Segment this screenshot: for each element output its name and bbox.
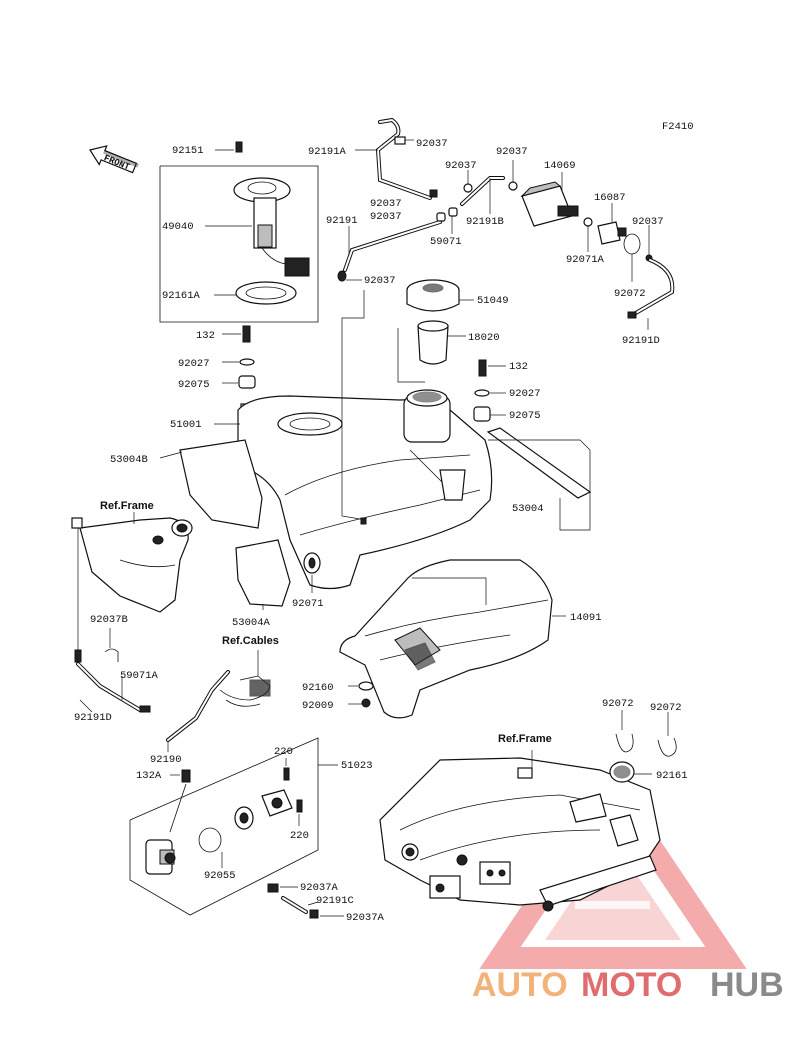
label-92072-a: 92072 [614, 288, 646, 300]
label-92037-a: 92037 [416, 138, 448, 150]
label-92072-b: 92072 [602, 698, 634, 710]
label-92071A: 92071A [566, 254, 605, 266]
pad-53004A [235, 539, 291, 610]
label-92191D-b: 92191D [74, 712, 112, 724]
fuel-cock-51023 [129, 737, 338, 916]
label-53004A: 53004A [232, 617, 271, 629]
label-92191D-a: 92191D [622, 335, 660, 347]
tank-mount-left [222, 325, 256, 415]
watermark-moto: MOTO [581, 966, 682, 1004]
watermark-auto: AUTO [472, 966, 568, 1004]
label-92190: 92190 [150, 754, 182, 766]
label-220-b: 220 [290, 830, 309, 842]
filter-18020 [397, 320, 466, 383]
label-92037A-a: 92037A [300, 882, 339, 894]
label-14091: 14091 [570, 612, 602, 624]
vent-hose-system [337, 117, 675, 525]
label-92055: 92055 [204, 870, 236, 882]
bolt-92151 [235, 141, 243, 153]
grommet-92071 [303, 552, 321, 593]
label-92037A-b: 92037A [346, 912, 385, 924]
tray-14091 [339, 559, 566, 719]
fuel-tank-51001 [214, 389, 493, 590]
fuel-cap-51049 [406, 279, 474, 312]
label-92037-e: 92037 [370, 211, 402, 223]
valve-16087 [597, 221, 621, 245]
fuel-pump-group [159, 141, 319, 323]
label-92037-f: 92037 [364, 275, 396, 287]
pump-connector [284, 257, 310, 277]
ref-frame-left: Ref.Frame [100, 500, 154, 512]
reference-labels: Ref.Frame Ref.Frame Ref.Cables [100, 500, 552, 745]
label-92037-c: 92037 [496, 146, 528, 158]
label-18020: 18020 [468, 332, 500, 344]
label-51049: 51049 [477, 295, 509, 307]
frame-left [71, 512, 193, 613]
label-132: 132 [196, 330, 215, 342]
label-132-b: 132 [509, 361, 528, 373]
label-92191B: 92191B [466, 216, 504, 228]
part-labels: 92151 49040 92161A 132 92027 92075 51001… [74, 138, 688, 924]
label-92027: 92027 [178, 358, 210, 370]
label-53004: 53004 [512, 503, 544, 515]
frame-right [379, 750, 661, 912]
label-92075: 92075 [178, 379, 210, 391]
tank-mount-right [473, 359, 506, 422]
label-16087: 16087 [594, 192, 626, 204]
label-92075-b: 92075 [509, 410, 541, 422]
ref-cables: Ref.Cables [222, 635, 279, 647]
pad-53004B [159, 439, 263, 529]
label-92027-b: 92027 [509, 388, 541, 400]
label-14069: 14069 [544, 160, 576, 172]
label-51001: 51001 [170, 419, 202, 431]
gasket-92161A [235, 281, 297, 305]
drawing-code: F2410 [662, 121, 694, 133]
left-hose-system [74, 528, 271, 752]
label-92191C: 92191C [316, 895, 354, 907]
label-53004B: 53004B [110, 454, 148, 466]
label-49040: 49040 [162, 221, 194, 233]
label-92037-b: 92037 [445, 160, 477, 172]
label-59071A: 59071A [120, 670, 159, 682]
label-92191: 92191 [326, 215, 358, 227]
label-92161A: 92161A [162, 290, 201, 302]
label-51023: 51023 [341, 760, 373, 772]
label-92037B: 92037B [90, 614, 128, 626]
label-92191A: 92191A [308, 146, 347, 158]
label-59071: 59071 [430, 236, 462, 248]
label-92071: 92071 [292, 598, 324, 610]
label-92037-d: 92037 [370, 198, 402, 210]
label-92161: 92161 [656, 770, 688, 782]
ref-frame-right: Ref.Frame [498, 733, 552, 745]
watermark-hub: HUB [710, 966, 784, 1004]
watermark-text: AUTO MOTO HUB [472, 966, 784, 1004]
damper-92160 [348, 681, 374, 708]
label-92009: 92009 [302, 700, 334, 712]
front-arrow: FRONT [89, 145, 139, 174]
cock-hose-92191C [267, 883, 344, 919]
label-92072-c: 92072 [650, 702, 682, 714]
label-92037-g: 92037 [632, 216, 664, 228]
label-92151: 92151 [172, 145, 204, 157]
label-220-a: 220 [274, 746, 293, 758]
label-92160: 92160 [302, 682, 334, 694]
clamps-right-bottom [609, 710, 677, 783]
pad-53004 [486, 427, 592, 531]
label-132A: 132A [136, 770, 162, 782]
